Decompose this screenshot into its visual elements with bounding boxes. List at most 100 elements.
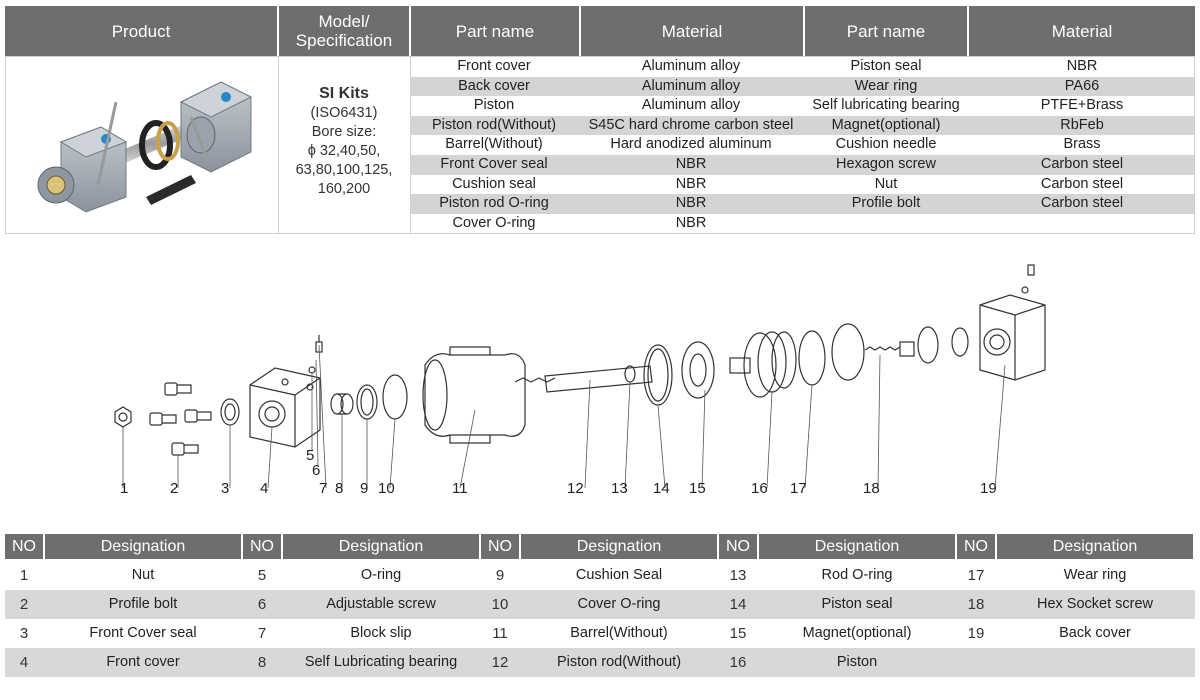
part-designation: Back cover (1059, 625, 1131, 641)
profile-bolt-part (149, 382, 212, 456)
material-cell: Carbon steel (1040, 156, 1124, 172)
part-number: 3 (19, 625, 29, 642)
part-number: 2 (19, 596, 29, 613)
part-number: 16 (729, 654, 747, 671)
piston-rod-part (514, 365, 653, 393)
back-cover-part (979, 264, 1046, 381)
header-no: NO (243, 534, 281, 559)
material-cell: NBR (675, 175, 707, 192)
callout-label: 11 (452, 480, 468, 497)
part-name-cell: Hexagon screw (836, 156, 936, 172)
part-number: 6 (257, 596, 267, 613)
part-designation: Hex Socket screw (1036, 596, 1154, 612)
header-product: Product (5, 6, 277, 56)
material-cell: Aluminum alloy (641, 58, 741, 74)
callout-label: 17 (790, 480, 807, 497)
part-designation: Piston rod(Without) (556, 654, 682, 670)
header-designation: Designation (997, 534, 1193, 559)
callout-label: 16 (751, 480, 768, 497)
part-name-cell: Cushion seal (452, 175, 536, 192)
bore-size-line: 160,200 (317, 181, 371, 197)
callout-label: 3 (221, 480, 230, 497)
part-number: 5 (257, 567, 267, 584)
material-cell: NBR (675, 195, 707, 212)
part-designation: Cushion Seal (575, 567, 663, 583)
part-number: 4 (19, 654, 29, 671)
part-designation: Cover O-ring (577, 596, 661, 612)
model-specification: SI Kits (ISO6431) Bore size: ϕ 32,40,50,… (278, 57, 411, 233)
hex-socket-screw-part (864, 341, 915, 357)
callout-label: 19 (980, 480, 997, 497)
cylinder-kit-image (37, 81, 253, 213)
callout-label: 9 (360, 480, 369, 497)
header-no: NO (5, 534, 43, 559)
cover-o-ring-part (382, 374, 408, 420)
material-cell: PA66 (1064, 77, 1100, 94)
part-number: 19 (967, 625, 985, 642)
piston-part (729, 331, 797, 398)
header-part-name-1: Part name (411, 6, 579, 56)
part-number: 18 (967, 596, 985, 613)
part-name-cell: Cover O-ring (452, 214, 536, 231)
callout-label: 7 (319, 480, 328, 497)
exploded-parts-drawing (114, 264, 1046, 489)
part-number: 9 (495, 567, 505, 584)
part-name-cell: Piston (473, 97, 515, 114)
part-designation: Nut (131, 567, 155, 583)
material-cell (970, 214, 1194, 234)
callout-label: 2 (170, 480, 179, 497)
header-material-2: Material (969, 6, 1195, 56)
part-name-cell: Self lubricating bearing (812, 97, 960, 114)
part-designation: Barrel(Without) (570, 625, 668, 641)
header-designation: Designation (45, 534, 241, 559)
model-standard: (ISO6431) (310, 105, 378, 121)
material-cell: Brass (1063, 136, 1101, 153)
header-designation: Designation (759, 534, 955, 559)
product-image (6, 57, 279, 233)
part-name-cell: Piston seal (850, 58, 922, 74)
part-name-cell: Magnet(optional) (831, 116, 941, 133)
part-designation: O-ring (360, 567, 402, 583)
part-designation: Magnet(optional) (802, 625, 912, 641)
part-name-cell: Piston rod(Without) (431, 116, 557, 133)
part-name-cell: Profile bolt (851, 195, 921, 212)
part-designation: Front Cover seal (89, 625, 197, 641)
bore-size-label: Bore size: (311, 124, 377, 140)
header-part-name-2: Part name (805, 6, 967, 56)
callout-label: 6 (312, 462, 321, 479)
part-designation: Piston (836, 654, 878, 670)
part-number: 17 (967, 567, 985, 584)
part-designation: Piston seal (821, 596, 893, 612)
part-number (957, 648, 995, 677)
material-cell: S45C hard chrome carbon steel (588, 116, 794, 133)
header-no: NO (719, 534, 757, 559)
header-no: NO (481, 534, 519, 559)
wear-ring-part (798, 330, 826, 386)
part-number: 15 (729, 625, 747, 642)
material-cell: NBR (1066, 58, 1098, 74)
cushion-seal-part (356, 384, 378, 420)
material-cell: Aluminum alloy (641, 97, 741, 114)
specification-table: Product Model/ Specification Part name M… (5, 6, 1195, 234)
callout-label: 15 (689, 480, 706, 497)
header-designation: Designation (283, 534, 479, 559)
part-designation: Self Lubricating bearing (304, 654, 458, 670)
magnet-part (681, 341, 715, 399)
part-number: 10 (491, 596, 509, 613)
callout-label: 5 (306, 447, 315, 464)
header-material-1: Material (581, 6, 803, 56)
callout-label: 8 (335, 480, 344, 497)
part-designation: Front cover (106, 654, 180, 670)
part-name-cell: Cushion needle (835, 136, 937, 153)
bore-size-line: 63,80,100,125, (295, 162, 393, 178)
